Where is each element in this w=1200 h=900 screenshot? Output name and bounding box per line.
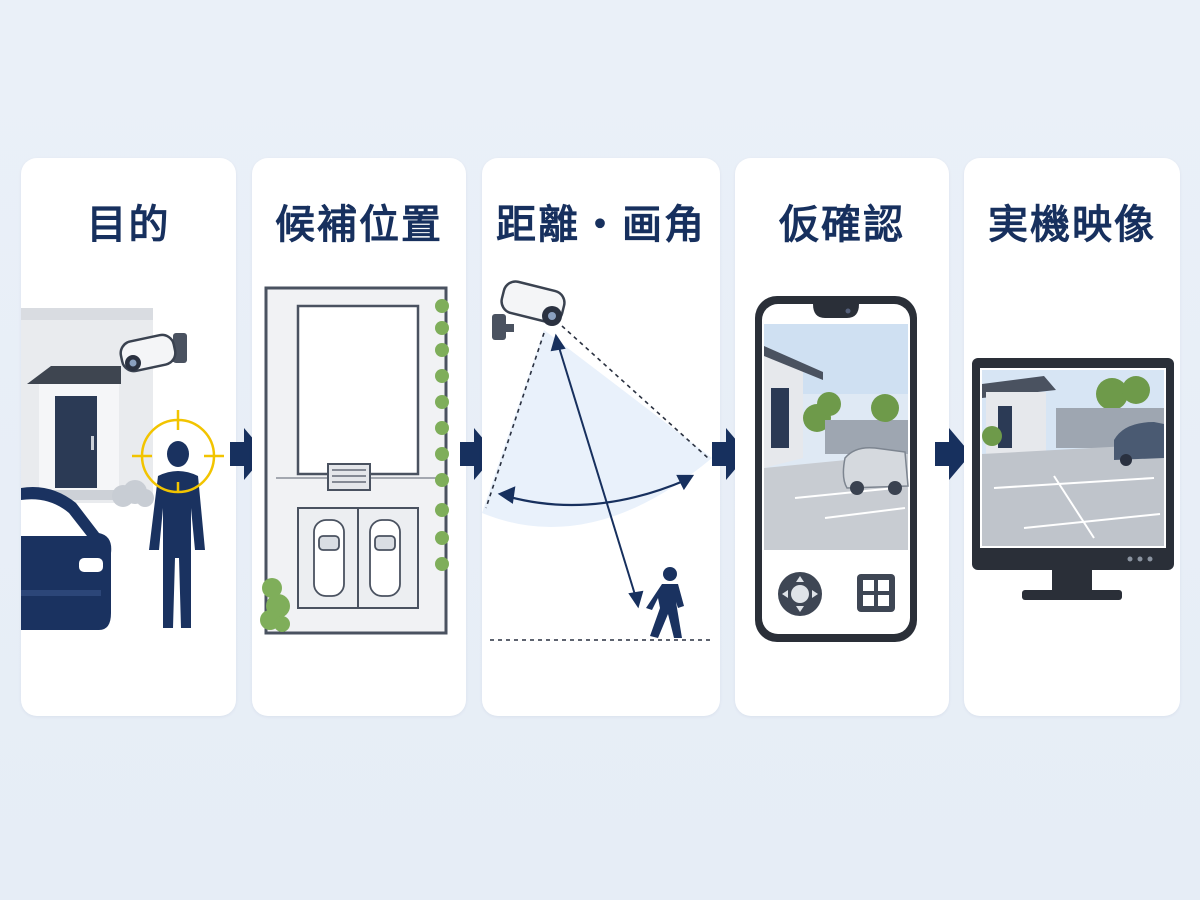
bush-icon — [112, 480, 154, 507]
monitor-footage-illustration — [972, 358, 1174, 600]
purpose-illustration — [21, 308, 224, 630]
step-title-purpose: 目的 — [86, 202, 171, 248]
hedge-icon — [435, 299, 449, 571]
person-icon — [149, 441, 205, 628]
grid-view-icon — [857, 574, 895, 612]
car-topview-icon — [313, 519, 401, 597]
angle-arc-arrow — [497, 474, 695, 507]
smartphone-preview-illustration — [755, 296, 917, 642]
view-angle-lines — [485, 325, 714, 641]
step-title-provisional-check: 仮確認 — [779, 202, 905, 248]
walking-person-icon — [646, 567, 684, 638]
step-card-live-footage: 実機映像 — [964, 158, 1180, 716]
camera-preview-scene — [764, 324, 909, 550]
footage-scene — [982, 370, 1164, 546]
step-title-live-footage: 実機映像 — [988, 202, 1156, 248]
step-title-candidate-position: 候補位置 — [275, 202, 443, 248]
distance-arrow — [550, 333, 644, 609]
field-of-view-illustration — [482, 280, 714, 641]
step-card-provisional-check: 仮確認 — [735, 158, 949, 716]
arrow-right-icon — [460, 428, 496, 480]
arrow-right-icon — [230, 428, 266, 480]
step-card-distance-angle: 距離・画角 — [482, 158, 720, 716]
shrub-icon — [260, 578, 290, 632]
view-cone-area — [482, 330, 712, 527]
step-title-distance-angle: 距離・画角 — [496, 202, 706, 248]
arrow-right-icon — [712, 428, 748, 480]
security-camera-icon — [492, 280, 566, 340]
floor-plan-icon — [264, 286, 448, 635]
arrow-right-icon — [935, 428, 971, 480]
floor-plan-illustration — [260, 286, 449, 635]
car-icon — [21, 487, 112, 630]
dpad-control-icon — [778, 572, 822, 616]
security-camera-icon — [119, 333, 187, 373]
step-card-candidate-position: 候補位置 — [252, 158, 466, 716]
target-reticle-icon — [132, 410, 224, 494]
step-card-purpose: 目的 — [21, 158, 236, 716]
house-icon — [21, 308, 153, 503]
